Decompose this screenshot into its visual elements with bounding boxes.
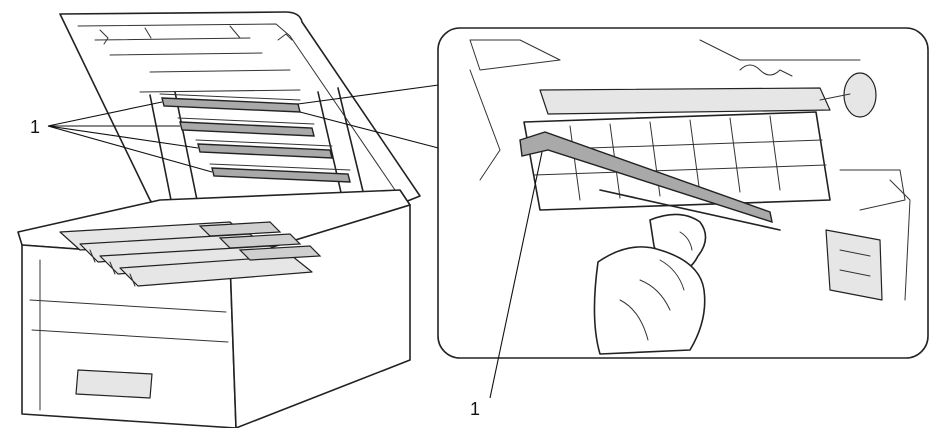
led-window-2 <box>179 121 315 137</box>
printer-body <box>17 189 411 428</box>
led-window-4 <box>211 167 351 183</box>
led-window-3 <box>197 143 333 159</box>
callout-number-left: 1 <box>30 117 41 137</box>
front-handle <box>75 369 153 399</box>
led-unit-detail <box>469 39 911 301</box>
toner-cartridges <box>59 221 322 287</box>
led-window-detail <box>519 131 773 224</box>
zoom-connector <box>297 83 447 151</box>
printer-illustration <box>17 11 421 428</box>
hand-with-cloth <box>593 213 707 355</box>
top-cover <box>59 11 421 231</box>
detail-view <box>437 27 929 399</box>
left-callout-leaders <box>47 101 213 173</box>
callout-number-right: 1 <box>470 399 481 419</box>
